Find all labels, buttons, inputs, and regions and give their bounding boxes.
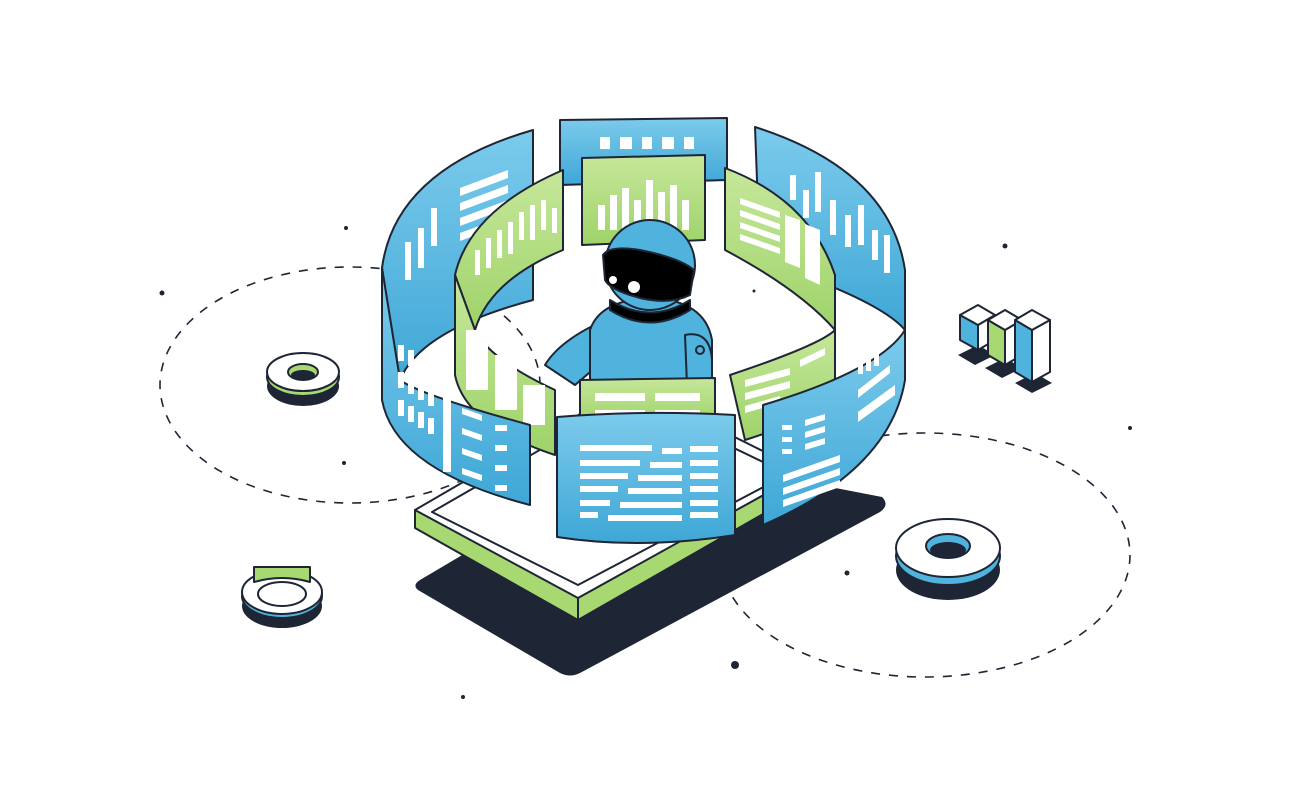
gear-right-icon xyxy=(895,518,1001,600)
outer-ring-front xyxy=(381,267,906,544)
ring-icon xyxy=(241,566,323,628)
decorative-dots xyxy=(159,226,1132,699)
robot-neck xyxy=(609,299,691,324)
robot-visor xyxy=(602,247,695,302)
bar-chart-3d-icon xyxy=(958,304,1052,393)
inner-ring-back xyxy=(454,154,836,331)
gear-left-icon xyxy=(266,352,340,406)
